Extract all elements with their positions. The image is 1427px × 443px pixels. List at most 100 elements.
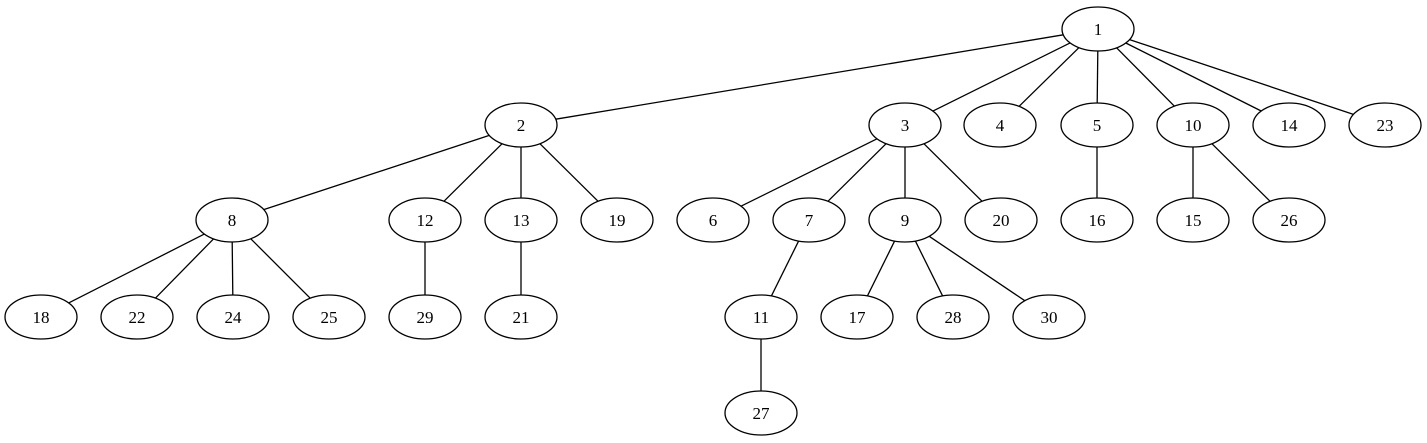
node-ellipse — [963, 102, 1037, 148]
node-ellipse — [1060, 197, 1134, 243]
node-7: 7 — [772, 197, 846, 243]
node-ellipse — [1012, 294, 1086, 340]
node-label: 12 — [417, 211, 434, 230]
edge-10-26 — [1211, 143, 1271, 202]
node-26: 26 — [1252, 197, 1326, 243]
node-ellipse — [196, 294, 270, 340]
node-11: 11 — [724, 294, 798, 340]
node-ellipse — [1156, 102, 1230, 148]
edge-1-5 — [1096, 50, 1099, 104]
edge-3-6 — [740, 138, 878, 207]
node-label: 10 — [1185, 116, 1202, 135]
edge-3-7 — [827, 143, 887, 202]
node-label: 7 — [805, 211, 814, 230]
node-ellipse — [964, 197, 1038, 243]
edge-8-24 — [231, 241, 234, 296]
edge-1-23 — [1129, 38, 1354, 116]
node-label: 1 — [1094, 20, 1103, 39]
node-label: 22 — [129, 308, 146, 327]
node-30: 30 — [1012, 294, 1086, 340]
node-ellipse — [195, 197, 269, 243]
node-13: 13 — [484, 197, 558, 243]
node-ellipse — [1252, 197, 1326, 243]
edge-9-17 — [866, 240, 896, 297]
node-label: 14 — [1281, 116, 1299, 135]
node-22: 22 — [100, 294, 174, 340]
node-ellipse — [1060, 102, 1134, 148]
node-6: 6 — [676, 197, 750, 243]
node-ellipse — [1061, 6, 1135, 52]
node-12: 12 — [388, 197, 462, 243]
node-ellipse — [1252, 102, 1326, 148]
node-14: 14 — [1252, 102, 1326, 148]
edge-3-20 — [923, 143, 983, 202]
node-ellipse — [916, 294, 990, 340]
edges-layer — [68, 34, 1354, 391]
node-label: 2 — [517, 116, 526, 135]
node-label: 15 — [1185, 211, 1202, 230]
node-label: 8 — [228, 211, 237, 230]
node-23: 23 — [1348, 102, 1422, 148]
edge-2-19 — [539, 143, 599, 202]
node-29: 29 — [388, 294, 462, 340]
node-17: 17 — [820, 294, 894, 340]
node-8: 8 — [195, 197, 269, 243]
node-25: 25 — [292, 294, 366, 340]
node-19: 19 — [580, 197, 654, 243]
node-label: 13 — [513, 211, 530, 230]
node-ellipse — [868, 102, 942, 148]
node-label: 29 — [417, 308, 434, 327]
node-ellipse — [4, 294, 78, 340]
node-3: 3 — [868, 102, 942, 148]
node-ellipse — [388, 294, 462, 340]
node-24: 24 — [196, 294, 270, 340]
edge-1-14 — [1125, 42, 1262, 112]
node-ellipse — [484, 197, 558, 243]
node-label: 11 — [753, 308, 769, 327]
node-9: 9 — [868, 197, 942, 243]
node-label: 20 — [993, 211, 1010, 230]
edge-2-12 — [443, 143, 503, 202]
node-ellipse — [484, 294, 558, 340]
node-ellipse — [1348, 102, 1422, 148]
node-label: 3 — [901, 116, 910, 135]
node-label: 21 — [513, 308, 530, 327]
node-16: 16 — [1060, 197, 1134, 243]
edge-1-4 — [1018, 47, 1080, 107]
node-label: 17 — [849, 308, 867, 327]
node-ellipse — [820, 294, 894, 340]
node-ellipse — [292, 294, 366, 340]
edge-9-28 — [914, 240, 944, 297]
node-1: 1 — [1061, 6, 1135, 52]
edge-8-18 — [68, 233, 205, 304]
node-10: 10 — [1156, 102, 1230, 148]
node-label: 25 — [321, 308, 338, 327]
node-label: 5 — [1093, 116, 1102, 135]
node-ellipse — [724, 294, 798, 340]
node-ellipse — [580, 197, 654, 243]
node-2: 2 — [484, 102, 558, 148]
node-21: 21 — [484, 294, 558, 340]
node-label: 26 — [1281, 211, 1298, 230]
node-label: 6 — [709, 211, 718, 230]
node-ellipse — [100, 294, 174, 340]
node-28: 28 — [916, 294, 990, 340]
node-label: 4 — [996, 116, 1005, 135]
edge-8-22 — [155, 238, 214, 299]
edge-9-30 — [928, 235, 1026, 302]
node-label: 28 — [945, 308, 962, 327]
node-ellipse — [1156, 197, 1230, 243]
edge-1-3 — [932, 42, 1071, 112]
edge-2-8 — [263, 134, 490, 211]
node-ellipse — [724, 390, 798, 436]
node-ellipse — [484, 102, 558, 148]
node-label: 23 — [1377, 116, 1394, 135]
edge-8-25 — [250, 238, 311, 299]
edge-1-2 — [555, 34, 1064, 120]
node-4: 4 — [963, 102, 1037, 148]
node-label: 24 — [225, 308, 243, 327]
node-label: 18 — [33, 308, 50, 327]
node-label: 19 — [609, 211, 626, 230]
